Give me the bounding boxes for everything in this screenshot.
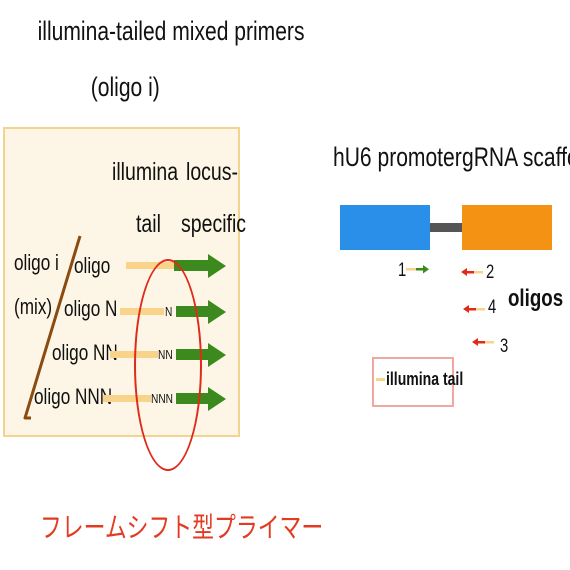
- scaffold-label: gRNA scaffold: [462, 142, 570, 172]
- oligo-nn-label: oligo NN: [52, 340, 118, 365]
- header-locus: locus-: [186, 158, 239, 186]
- oligo-4-label: 4: [488, 297, 497, 318]
- linker-segment: [430, 223, 462, 232]
- forward-primer-icon: [406, 265, 429, 274]
- oligo-nnn-label: oligo NNN: [34, 384, 113, 409]
- frameshift-highlight-ellipse: [134, 259, 202, 471]
- arrow-head-icon: [208, 254, 226, 278]
- hu6-promoter-block: [340, 205, 430, 250]
- diagram-title: illumina-tailed mixed primers: [37, 16, 305, 46]
- header-tail: tail: [136, 210, 161, 238]
- oligo-2-label: 2: [486, 262, 495, 283]
- arrow-head-icon: [208, 300, 226, 324]
- legend-text: illumina tail: [386, 369, 464, 389]
- illumina-tail-bar: [126, 262, 174, 269]
- reverse-primer-icon: [463, 305, 485, 313]
- group-label-oligo-i: oligo i: [14, 250, 59, 275]
- reverse-primer-icon: [472, 338, 494, 346]
- oligo-label: oligo: [74, 253, 111, 278]
- grna-scaffold-block: [462, 205, 552, 250]
- arrow-head-icon: [208, 343, 226, 367]
- promoter-label: hU6 promoter: [333, 142, 462, 172]
- oligos-label: oligos: [508, 285, 564, 312]
- mix-bracket: [23, 235, 82, 420]
- header-specific: specific: [181, 210, 247, 238]
- header-illumina: illumina: [112, 158, 179, 186]
- locus-specific-bar: [174, 260, 210, 271]
- illumina-tail-bar: [103, 395, 151, 402]
- oligo-n-label: oligo N: [64, 296, 118, 321]
- frameshift-caption: フレームシフト型プライマー: [39, 512, 324, 543]
- diagram-subtitle: (oligo i): [90, 72, 160, 102]
- arrow-head-icon: [208, 387, 226, 411]
- oligo-1-label: 1: [398, 260, 407, 281]
- oligo-3-label: 3: [500, 336, 509, 357]
- legend-tail-swatch: [376, 378, 385, 381]
- group-label-mix: (mix): [14, 294, 53, 319]
- reverse-primer-icon: [461, 268, 483, 276]
- legend-box: [372, 357, 454, 407]
